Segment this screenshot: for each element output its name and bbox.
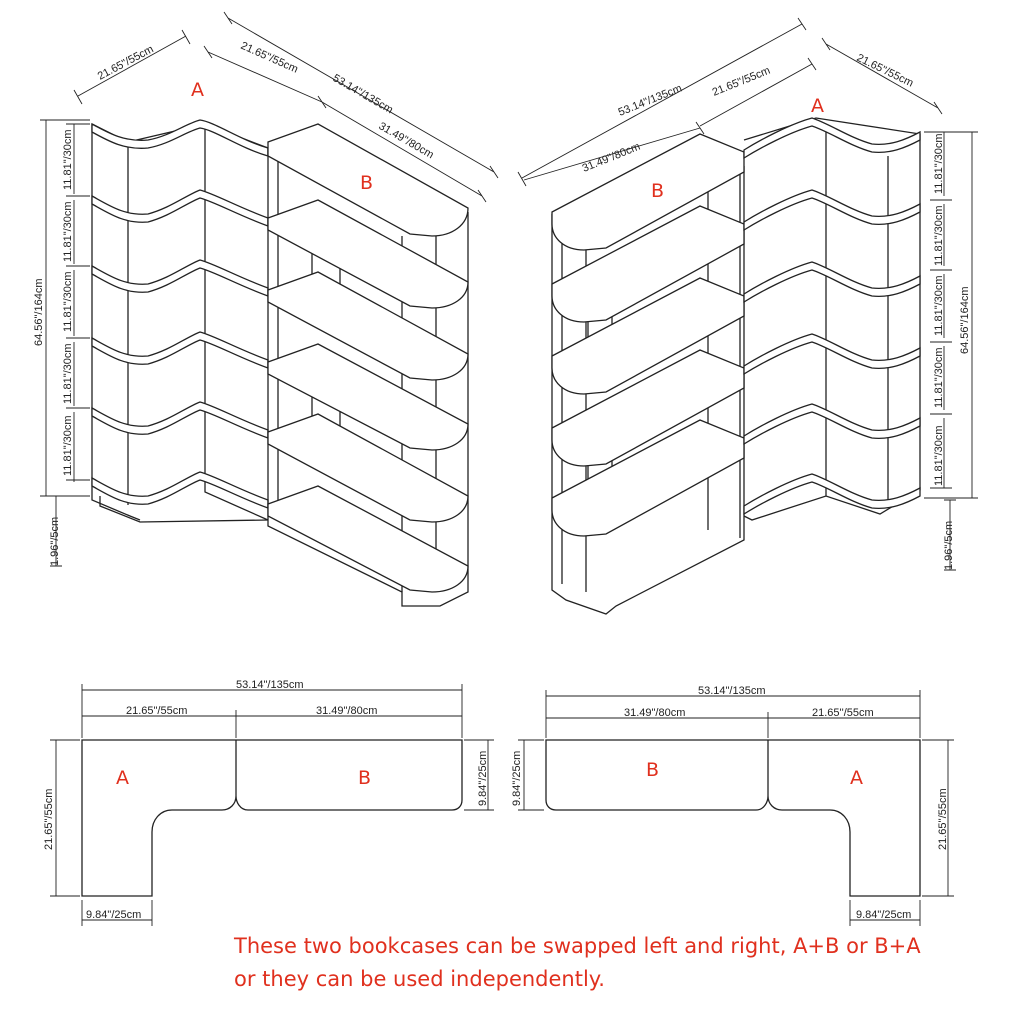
dimension-lines-left [40, 11, 499, 567]
dim-depth-a-left: 21.65"/55cm [96, 43, 156, 82]
perspective-right: 53.14"/135cm 31.49"/80cm 21.65"/55cm 21.… [517, 17, 978, 615]
dim-shelf-3-right: 11.81"/30cm [933, 275, 945, 336]
dim-plan-a-right: 21.65''/55cm [812, 707, 874, 719]
dim-shelf-5-right: 11.81"/30cm [933, 425, 945, 486]
dim-plan-total-right: 53.14"/135cm [698, 685, 766, 697]
dim-plan-b-right: 31.49"/80cm [624, 707, 685, 719]
dim-depth-a-right: 21.65"/55cm [855, 52, 915, 90]
shelves-b-right [551, 133, 745, 537]
dim-height-right: 64.56"/164cm [959, 286, 971, 354]
label-b-left: B [360, 172, 373, 194]
note-line-2: or they can be used independently. [234, 967, 605, 991]
dim-shelf-2-right: 11.81"/30cm [933, 205, 945, 266]
plan-label-b-left: B [358, 767, 371, 789]
dim-depth-a-top-right: 21.65"/55cm [711, 65, 772, 99]
dim-shelf-1-left: 11.81"/30cm [62, 129, 74, 190]
shelves-a-right [743, 117, 921, 516]
dim-shelf-2-left: 11.81"/30cm [62, 201, 74, 262]
plan-label-a-right: A [850, 767, 863, 789]
label-a-right: A [811, 95, 824, 117]
plan-label-a-left: A [116, 767, 129, 789]
dim-total-right: 53.14"/135cm [617, 82, 684, 118]
dim-shelf-5-left: 11.81"/30cm [62, 415, 74, 476]
dimension-lines-plan-right [518, 690, 954, 926]
plan-left: 53.14"/135cm 21.65"/55cm 31.49"/80cm 21.… [43, 679, 494, 926]
dim-shelf-3-left: 11.81"/30cm [62, 271, 74, 332]
label-a-left: A [191, 79, 204, 101]
label-b-right: B [651, 180, 664, 202]
dim-plan-b-depth-right: 9.84"/25cm [511, 751, 523, 806]
shelves-a [91, 119, 269, 509]
dim-height-left: 64.56"/164cm [33, 278, 45, 346]
dim-total-left: 53.14"/135cm [331, 72, 395, 116]
dim-shelf-4-left: 11.81"/30cm [62, 343, 74, 404]
dim-width-b-left: 31.49"/80cm [377, 120, 436, 161]
note-line-1: These two bookcases can be swapped left … [234, 934, 921, 958]
dimension-lines-right [517, 17, 978, 571]
plan-label-b-right: B [646, 759, 659, 781]
dim-base-left: 1.96"/5cm [49, 517, 61, 566]
dim-shelf-1-right: 11.81"/30cm [933, 133, 945, 194]
dim-plan-depth-right: 21.65''/55cm [937, 788, 949, 850]
dim-plan-arm-right: 9.84"/25cm [856, 909, 911, 921]
dim-plan-b-depth-left: 9.84"/25cm [477, 751, 489, 806]
dim-plan-arm-left: 9.84"/25cm [86, 909, 141, 921]
dim-plan-depth-left: 21.65"/55cm [43, 789, 55, 850]
shelves-b [267, 123, 469, 593]
dimension-lines-plan-left [50, 684, 494, 926]
dim-shelf-4-right: 11.81"/30cm [933, 347, 945, 408]
dim-plan-a-left: 21.65"/55cm [126, 705, 187, 717]
dim-depth-a-top-left: 21.65"/55cm [239, 40, 300, 76]
dim-plan-total-left: 53.14"/135cm [236, 679, 304, 691]
perspective-left: 21.65"/55cm 21.65"/55cm 53.14"/135cm 31.… [33, 11, 499, 607]
dim-base-right: 1.96"/5cm [943, 521, 955, 570]
plan-right: 53.14"/135cm 31.49"/80cm 21.65''/55cm 9.… [511, 685, 954, 926]
dim-plan-b-left: 31.49"/80cm [316, 705, 377, 717]
